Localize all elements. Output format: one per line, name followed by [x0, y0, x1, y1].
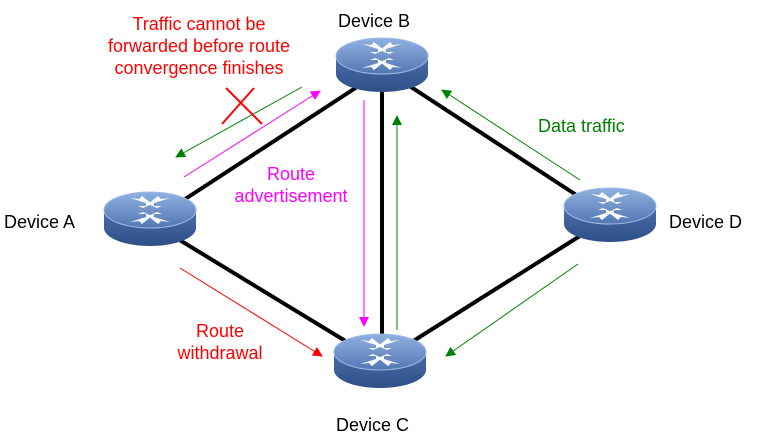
device-a-label: Device A	[4, 212, 76, 232]
blocked-note-line-2: forwarded before route	[107, 36, 291, 56]
withdrawal-line-2: withdrawal	[177, 343, 263, 363]
cross-icon	[221, 87, 263, 125]
arrow-blocked-traffic	[175, 86, 303, 158]
device-c-label: Device C	[336, 415, 410, 435]
link-c-d	[378, 215, 612, 364]
router-icon-device-d	[563, 187, 657, 243]
arrow-route-withdrawal	[179, 267, 323, 357]
withdrawal-line-1: Route	[195, 321, 245, 341]
arrow-data-traffic-dc	[445, 263, 579, 357]
router-icon-device-a	[103, 191, 197, 247]
data-traffic-label: Data traffic	[538, 116, 625, 136]
arrow-data-traffic-db	[441, 89, 581, 181]
route-advertisement-note: Route advertisement	[218, 163, 364, 207]
router-icon-device-b	[335, 37, 429, 93]
device-b-label: Device B	[338, 11, 411, 31]
link-a-b	[148, 70, 382, 224]
link-b-d	[380, 66, 612, 219]
advertisement-line-1: Route	[266, 164, 316, 184]
blocked-note-line-3: convergence finishes	[114, 58, 284, 78]
router-icon-device-c	[333, 333, 427, 389]
blocked-traffic-note: Traffic cannot be forwarded before route…	[89, 13, 309, 79]
arrow-route-advertisement-ab	[183, 90, 321, 178]
blocked-note-line-1: Traffic cannot be	[132, 14, 266, 34]
route-withdrawal-note: Route withdrawal	[170, 320, 270, 364]
device-d-label: Device D	[669, 212, 743, 232]
advertisement-line-2: advertisement	[234, 186, 348, 206]
link-a-c	[148, 220, 382, 364]
